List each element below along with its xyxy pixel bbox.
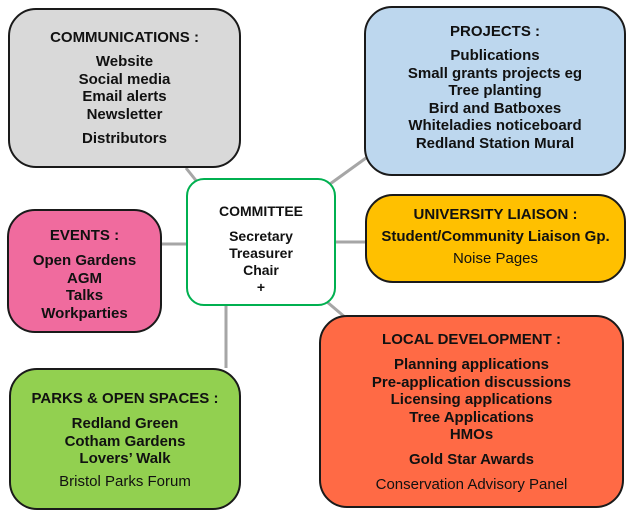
- local-development-title: LOCAL DEVELOPMENT :: [382, 331, 561, 348]
- events-box: EVENTS : Open Gardens AGM Talks Workpart…: [7, 209, 162, 333]
- events-title: EVENTS :: [49, 227, 120, 244]
- parks-open-spaces-box: PARKS & OPEN SPACES : Redland Green Coth…: [9, 368, 241, 510]
- local-item-planning-applications: Planning applications: [393, 356, 550, 373]
- local-note-conservation-panel: Conservation Advisory Panel: [375, 476, 568, 493]
- projects-item-station-mural: Redland Station Mural: [415, 134, 575, 152]
- communications-box: COMMUNICATIONS : Website Social media Em…: [8, 8, 241, 168]
- university-title: UNIVERSITY LIAISON :: [413, 206, 578, 223]
- committee-item-secretary: Secretary: [229, 228, 293, 244]
- communications-item-social-media: Social media: [78, 70, 171, 88]
- committee-title: COMMITTEE: [219, 203, 303, 219]
- local-item-pre-application: Pre-application discussions: [371, 373, 572, 391]
- committee-item-plus: +: [256, 279, 266, 295]
- projects-item-bird-batboxes: Bird and Batboxes: [428, 99, 562, 117]
- projects-item-publications: Publications: [450, 47, 540, 64]
- parks-item-cotham-gardens: Cotham Gardens: [64, 432, 186, 450]
- committee-item-chair: Chair: [243, 262, 279, 278]
- local-item-tree-applications: Tree Applications: [409, 408, 534, 426]
- events-item-agm: AGM: [67, 269, 102, 287]
- projects-item-small-grants: Small grants projects eg: [407, 64, 583, 82]
- communications-item-website: Website: [95, 53, 154, 70]
- local-development-box: LOCAL DEVELOPMENT : Planning application…: [319, 315, 624, 508]
- communications-item-distributors: Distributors: [81, 130, 167, 147]
- communications-item-newsletter: Newsletter: [86, 105, 163, 123]
- projects-box: PROJECTS : Publications Small grants pro…: [364, 6, 626, 176]
- parks-note-parks-forum: Bristol Parks Forum: [59, 472, 191, 490]
- parks-item-lovers-walk: Lovers’ Walk: [79, 450, 171, 467]
- university-item-liaison-group: Student/Community Liaison Gp.: [381, 228, 610, 245]
- events-item-talks: Talks: [65, 287, 104, 304]
- committee-box: COMMITTEE Secretary Treasurer Chair +: [186, 178, 336, 306]
- local-item-hmos: HMOs: [449, 426, 494, 443]
- projects-item-tree-planting: Tree planting: [448, 82, 542, 99]
- communications-item-email-alerts: Email alerts: [82, 88, 167, 105]
- events-item-workparties: Workparties: [41, 304, 128, 322]
- connector-projects: [329, 156, 367, 186]
- communications-title: COMMUNICATIONS :: [50, 29, 199, 46]
- projects-title: PROJECTS :: [449, 23, 540, 40]
- projects-item-noticeboard: Whiteladies noticeboard: [408, 117, 582, 134]
- parks-title: PARKS & OPEN SPACES :: [31, 390, 219, 407]
- events-item-open-gardens: Open Gardens: [32, 252, 137, 269]
- parks-item-redland-green: Redland Green: [71, 415, 179, 432]
- university-liaison-box: UNIVERSITY LIAISON : Student/Community L…: [365, 194, 626, 283]
- local-item-gold-star-awards: Gold Star Awards: [408, 450, 535, 468]
- local-item-licensing: Licensing applications: [390, 391, 553, 408]
- committee-item-treasurer: Treasurer: [229, 245, 293, 261]
- university-note-noise-pages: Noise Pages: [452, 249, 539, 267]
